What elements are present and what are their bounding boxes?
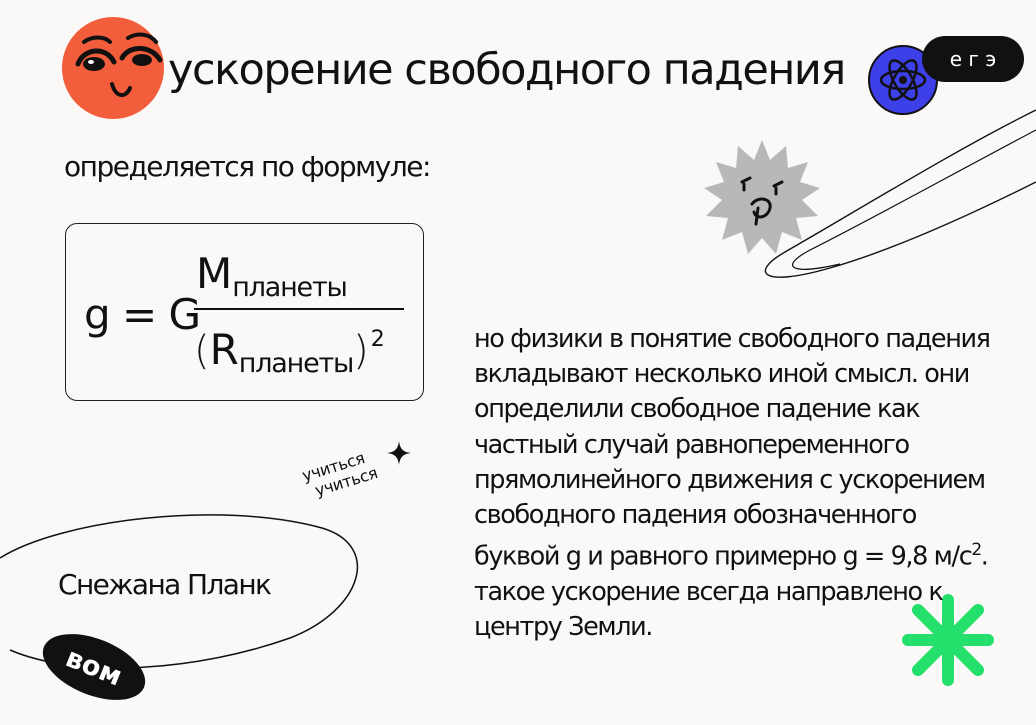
paragraph-line: центру Земли. [474, 612, 653, 643]
vom-badge: вом [42, 634, 146, 700]
asterisk-icon [902, 594, 994, 686]
ege-badge: е г э [922, 36, 1024, 82]
formula-exponent: 2 [370, 327, 385, 352]
formula-left-side: g = G [84, 290, 201, 339]
paragraph-line: определили свободное падение как [474, 394, 921, 425]
paragraph-formula-text: буквой g и равного примерно g = 9,8 м/с [474, 541, 973, 572]
page-title: ускорение свободного падения [168, 45, 846, 95]
explanation-paragraph: но физики в понятие свободного падения в… [474, 322, 1014, 645]
ege-label: е г э [950, 47, 997, 71]
paragraph-line: свободного падения обозначенного [474, 500, 917, 531]
formula-mass-symbol: M [196, 249, 233, 298]
fraction-bar [194, 308, 404, 310]
paragraph-line: вкладывают несколько иной смысл. они [474, 359, 970, 390]
formula-radius-symbol: R [209, 325, 239, 374]
atom-icon [868, 45, 938, 115]
formula-open-bracket: ( [194, 328, 210, 374]
author-name: Снежана Планк [58, 568, 272, 601]
sun-face-icon [704, 140, 820, 254]
paragraph-formula-end: . [980, 541, 989, 572]
formula-box: g = G Mпланеты (Rпланеты)2 [65, 223, 424, 401]
formula-radius-subscript: планеты [238, 348, 355, 379]
formula-numerator: Mпланеты [196, 249, 348, 304]
paragraph-line: прямолинейного движения с ускорением [474, 464, 986, 495]
sparkle-icon [387, 441, 411, 465]
paragraph-formula-exponent: 2 [971, 540, 982, 561]
formula-mass-subscript: планеты [232, 272, 348, 303]
paragraph-line: такое ускорение всегда направлено к [474, 576, 944, 607]
formula-close-bracket: ) [353, 328, 369, 374]
face-sticker-icon [62, 17, 164, 119]
sticker-text: учиться учиться [300, 447, 380, 503]
paragraph-line: частный случай равнопеременного [474, 429, 910, 460]
paragraph-line-formula: буквой g и равного примерно g = 9,8 м/с2… [474, 533, 1014, 575]
paragraph-line: но физики в понятие свободного падения [474, 324, 991, 354]
formula-intro: определяется по формуле: [64, 150, 431, 183]
formula-denominator: (Rпланеты)2 [194, 325, 385, 380]
orbit-lines-icon [764, 109, 1036, 278]
